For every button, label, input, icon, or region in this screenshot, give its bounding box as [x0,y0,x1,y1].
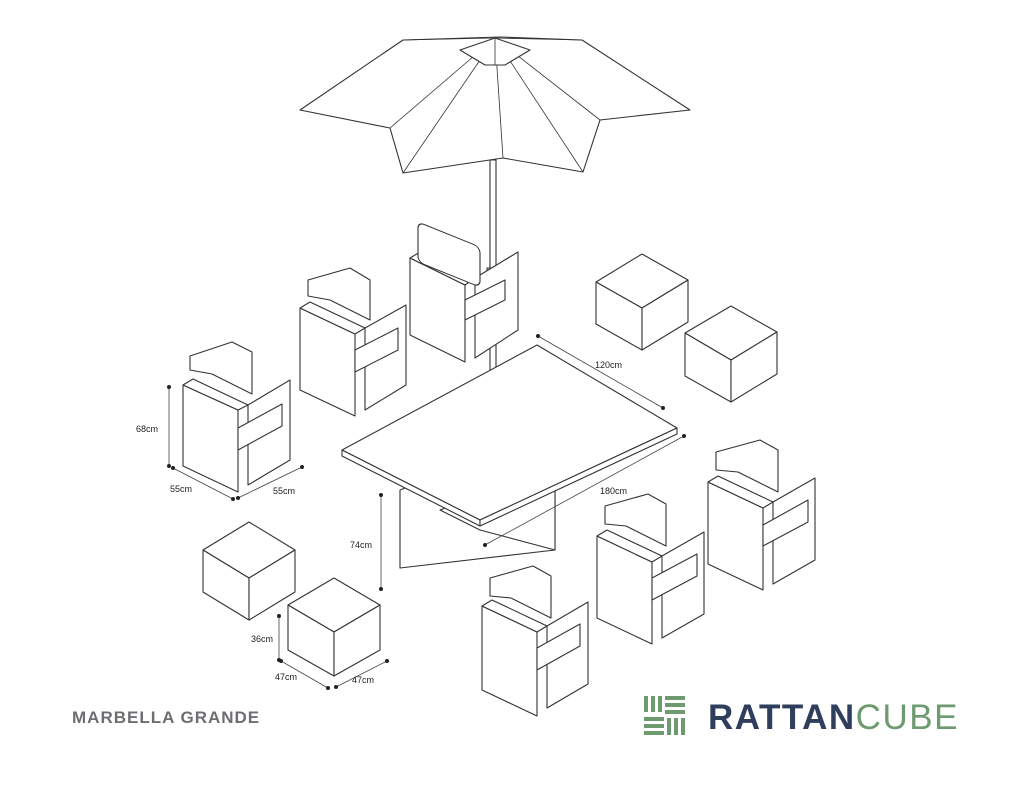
product-name: MARBELLA GRANDE [72,708,261,727]
chair-right-1 [707,439,816,591]
chair-front-left [182,341,291,493]
stool-height-label: 36cm [251,634,273,644]
brand-part-rattan: RATTAN [708,698,856,737]
stool-width-label: 47cm [352,675,374,685]
chair-height-label: 68cm [136,424,158,434]
brand-part-cube: CUBE [855,698,959,737]
table-length-label: 180cm [600,486,627,496]
table-width-label: 120cm [595,360,622,370]
stool-front-2 [287,577,381,677]
rattan-weave-logo-icon [644,696,685,735]
stool-back-2 [684,305,778,403]
dining-table [341,344,678,569]
chair-depth-label: 55cm [170,484,192,494]
brand-wordmark: RATTANCUBE [708,698,959,738]
dimension-labels: 120cm 180cm 74cm 68cm 55cm 55cm 36cm 47c… [136,360,627,685]
table-height-label: 74cm [350,540,372,550]
stool-front-1 [202,521,296,621]
chair-right-3 [481,565,589,717]
stool-back-1 [595,253,689,351]
dimension-lines [167,334,686,690]
chair-back-2 [299,267,407,417]
chair-right-2 [596,493,705,645]
chair-back-1 [409,223,519,363]
stool-depth-label: 47cm [275,672,297,682]
chair-width-label: 55cm [273,486,295,496]
